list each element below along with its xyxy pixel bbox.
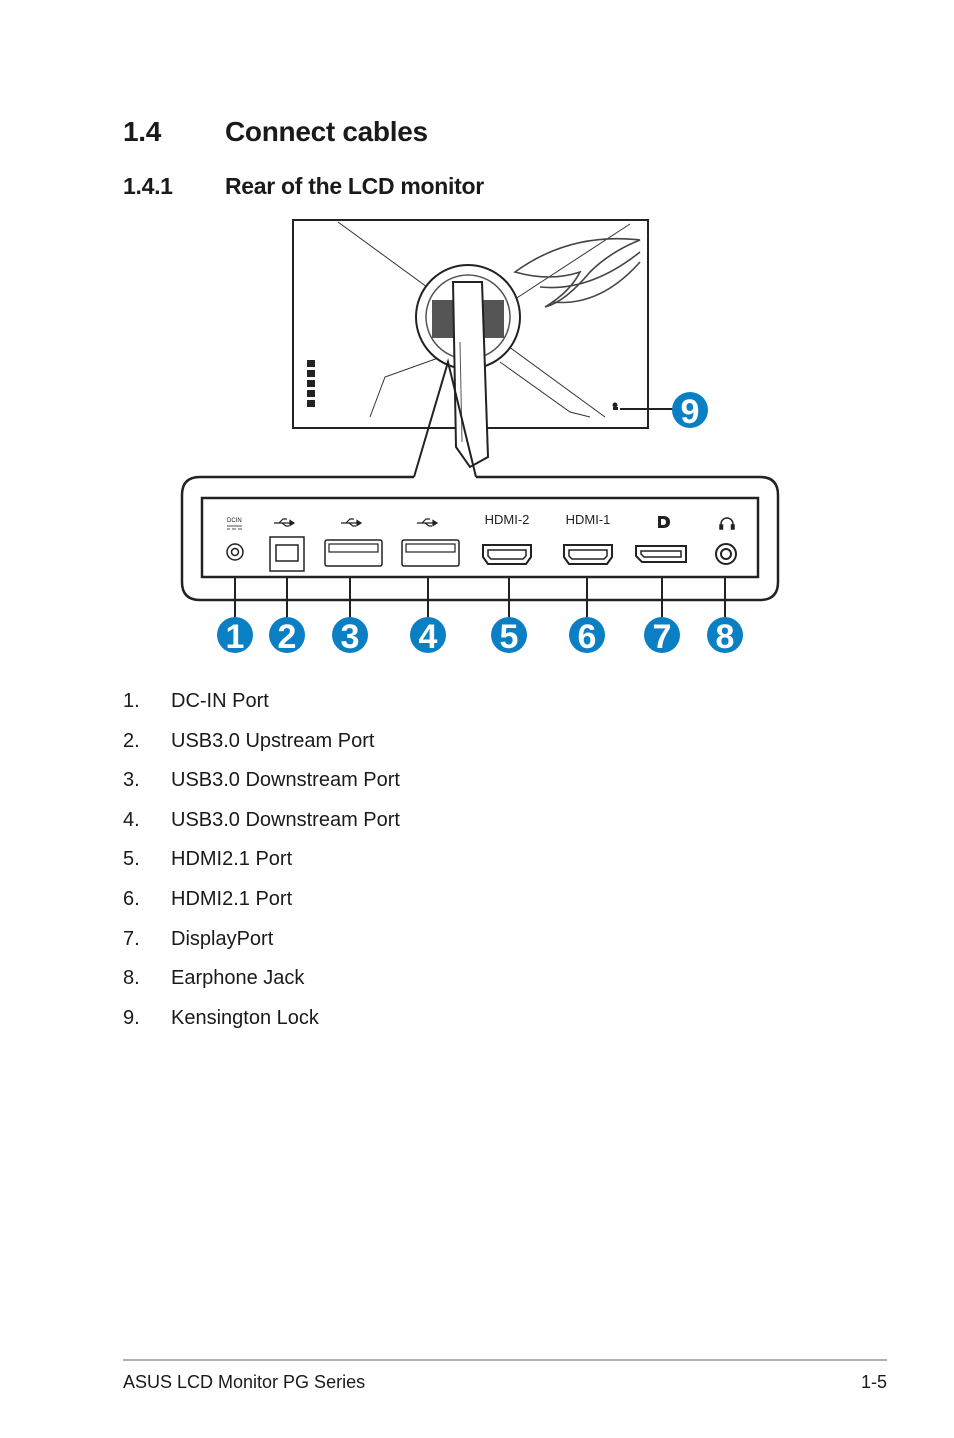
- callout-6: 6: [569, 617, 605, 656]
- rear-panel-diagram: DCIN HDMI-2 HDMI-1: [180, 219, 780, 656]
- callout-1: 1: [217, 617, 253, 656]
- section-number: 1.4: [123, 116, 162, 147]
- svg-text:4: 4: [419, 618, 438, 656]
- earphone-jack: [715, 543, 737, 565]
- dc-in-icon: [227, 525, 242, 530]
- usb-icon: [341, 518, 363, 527]
- svg-text:5: 5: [500, 618, 519, 656]
- callout-7: 7: [644, 617, 680, 656]
- section-title: Connect cables: [225, 116, 428, 147]
- hdmi2-port: [482, 544, 532, 565]
- svg-text:6: 6: [578, 618, 597, 656]
- hdmi1-port: [563, 544, 613, 565]
- callout-4: 4: [410, 617, 446, 656]
- usb-downstream-port-2: [401, 539, 460, 567]
- callout-2: 2: [269, 617, 305, 656]
- dc-in-port: [226, 543, 244, 561]
- usb-downstream-port-1: [324, 539, 383, 567]
- headphone-icon: [719, 517, 735, 530]
- dcin-label: DCIN: [227, 518, 242, 524]
- callout-8: 8: [707, 617, 743, 656]
- svg-text:2: 2: [278, 618, 297, 656]
- usb-icon: [274, 518, 296, 527]
- footer-divider: [123, 1359, 887, 1361]
- hdmi1-label: HDMI-1: [566, 512, 611, 527]
- subsection-title: Rear of the LCD monitor: [225, 173, 484, 199]
- callouts: 1 2 3 4 5 6 7 8 9: [217, 392, 743, 656]
- monitor-back: [292, 219, 676, 469]
- callout-5: 5: [491, 617, 527, 656]
- svg-text:3: 3: [341, 618, 360, 656]
- hdmi2-label: HDMI-2: [485, 512, 530, 527]
- zoom-panel: [180, 475, 780, 602]
- displayport-icon: [658, 516, 670, 528]
- vent-slots: [307, 360, 315, 407]
- page-number: 1-5: [860, 1372, 887, 1392]
- svg-text:7: 7: [653, 618, 672, 656]
- leader-lines: [234, 577, 726, 617]
- callout-9: 9: [672, 392, 708, 431]
- svg-text:1: 1: [226, 618, 245, 656]
- callout-3: 3: [332, 617, 368, 656]
- footer-title: ASUS LCD Monitor PG Series: [123, 1372, 366, 1392]
- rog-logo: [513, 237, 641, 308]
- kensington-lock-icon: [612, 402, 618, 410]
- svg-text:9: 9: [681, 393, 700, 431]
- subsection-number: 1.4.1: [123, 173, 173, 199]
- usb-upstream-port: [269, 536, 305, 572]
- svg-text:8: 8: [716, 618, 735, 656]
- displayport-port: [635, 545, 687, 563]
- usb-icon: [417, 518, 439, 527]
